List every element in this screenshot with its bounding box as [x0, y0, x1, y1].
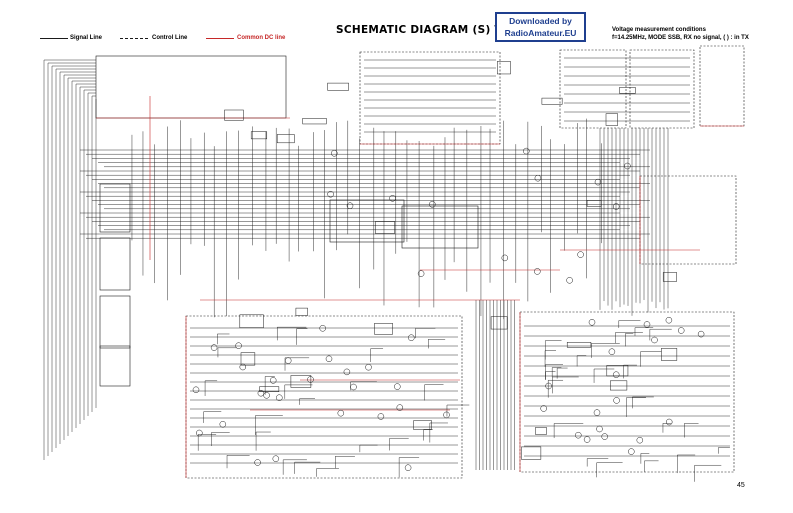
wiring-bus — [43, 57, 730, 482]
component-symbols — [192, 61, 705, 471]
legend-control-line: Control Line — [152, 35, 188, 41]
conditions-line-2: f=14.25MHz, MODE SSB, RX no signal, ( ) … — [612, 35, 749, 41]
side-connector-block-2 — [99, 237, 131, 291]
dc-line-sample — [206, 38, 234, 39]
display-unit-block — [639, 175, 737, 265]
badge-line-2: RadioAmateur.EU — [504, 28, 577, 38]
sub-unit-block — [401, 205, 479, 249]
page-number: 45 — [737, 482, 745, 489]
download-badge: Downloaded by RadioAmateur.EU — [495, 12, 586, 42]
dc-wiring — [96, 96, 744, 478]
side-connector-block-3 — [99, 295, 131, 349]
if-unit-block — [95, 55, 287, 119]
rf-unit-block — [359, 51, 501, 145]
legend-dc-line: Common DC line — [237, 35, 286, 41]
badge-line-1: Downloaded by — [509, 16, 572, 26]
legend-signal-line: Signal Line — [70, 35, 103, 41]
final-unit-block — [519, 311, 735, 473]
pll-unit-block — [329, 199, 405, 243]
switching-unit-block-2 — [629, 49, 695, 129]
page-title: SCHEMATIC DIAGRAM (S) TYPE — [336, 24, 526, 36]
relay-unit-block — [699, 45, 745, 127]
line-legend: Signal Line Control Line Common DC line — [40, 34, 310, 44]
conditions-line-1: Voltage measurement conditions — [612, 27, 706, 33]
side-connector-block-4 — [99, 345, 131, 387]
filter-unit-block — [185, 315, 463, 479]
measurement-conditions: Voltage measurement conditions f=14.25MH… — [612, 26, 749, 42]
control-line-sample — [120, 38, 148, 39]
signal-line-sample — [40, 38, 68, 39]
side-connector-block-1 — [99, 183, 131, 233]
switching-unit-block-1 — [559, 49, 627, 129]
